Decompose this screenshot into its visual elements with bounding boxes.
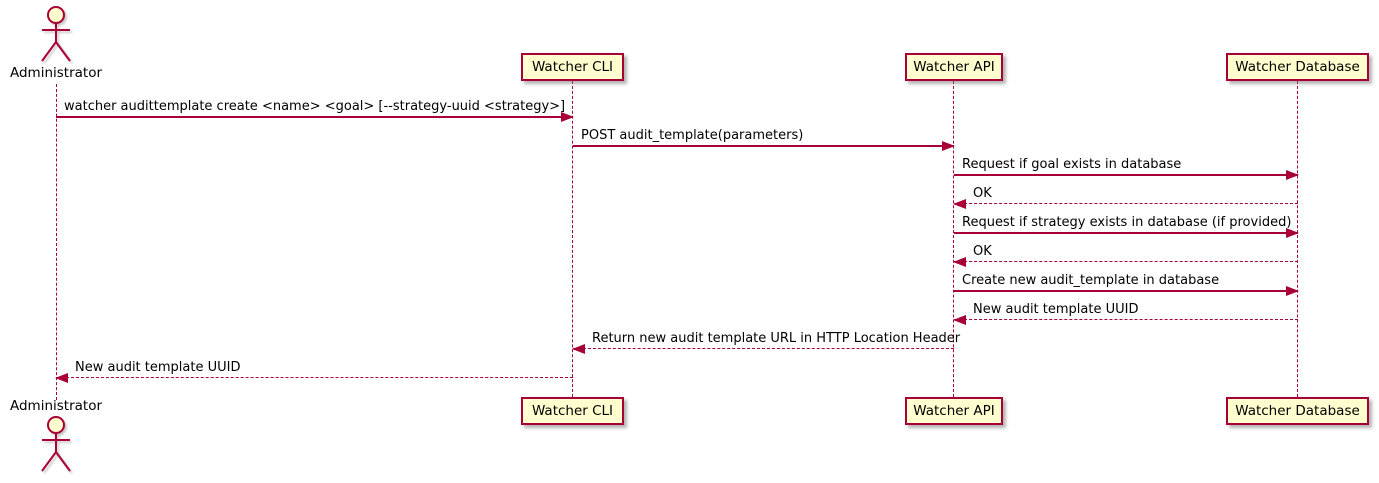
message-label: Return new audit template URL in HTTP Lo… [592,331,961,346]
message-label: Request if goal exists in database [962,157,1182,172]
arrowhead-right-icon [561,112,574,122]
message-label: New audit template UUID [973,302,1139,317]
message-post-audit-template: POST audit_template(parameters) [573,128,955,151]
message-return-arrow [572,344,954,354]
lifeline-watcher-cli [572,81,573,397]
message-ok-strategy: OK [953,244,1298,267]
message-new-audit-template-uuid-cli: New audit template UUID [55,360,573,383]
actor-label: Administrator [9,65,103,81]
participant-watcher-cli-top: Watcher CLI [521,53,624,81]
lifeline-administrator [56,84,57,400]
actor-icon [41,416,71,472]
arrowhead-left-icon [953,199,966,209]
participant-watcher-api-bottom: Watcher API [905,397,1003,425]
arrowhead-right-icon [1286,286,1299,296]
message-arrow [56,112,574,122]
message-label: OK [973,244,992,259]
message-arrow [954,228,1299,238]
message-arrow [954,286,1299,296]
participant-watcher-api-top: Watcher API [905,53,1003,81]
message-label: OK [973,186,992,201]
message-label: Request if strategy exists in database (… [962,215,1292,230]
message-label: New audit template UUID [75,360,241,375]
message-return-arrow [953,257,1298,267]
arrowhead-right-icon [1286,228,1299,238]
participant-watcher-cli-bottom: Watcher CLI [521,397,624,425]
message-return-arrow [953,315,1298,325]
message-ok-goal: OK [953,186,1298,209]
participant-watcher-database-top: Watcher Database [1226,53,1369,81]
arrowhead-left-icon [55,373,68,383]
message-return-arrow [953,199,1298,209]
message-label: POST audit_template(parameters) [581,128,804,143]
lifeline-watcher-database [1297,81,1298,397]
arrowhead-right-icon [1286,170,1299,180]
actor-label: Administrator [9,398,103,414]
participant-watcher-database-bottom: Watcher Database [1226,397,1369,425]
message-create-audittemplate: watcher audittemplate create <name> <goa… [56,99,574,122]
message-label: Create new audit_template in database [962,273,1220,288]
arrowhead-left-icon [953,257,966,267]
arrowhead-left-icon [572,344,585,354]
message-return-url-location-header: Return new audit template URL in HTTP Lo… [572,331,961,354]
actor-administrator-top: Administrator [10,5,102,81]
actor-administrator-bottom: Administrator [10,398,102,473]
message-arrow [954,170,1299,180]
arrowhead-right-icon [942,141,955,151]
message-arrow [573,141,955,151]
message-request-goal-exists: Request if goal exists in database [954,157,1299,180]
lifeline-watcher-api [953,81,954,397]
message-request-strategy-exists: Request if strategy exists in database (… [954,215,1299,238]
message-new-audit-template-uuid-db: New audit template UUID [953,302,1298,325]
message-create-audit-template-db: Create new audit_template in database [954,273,1299,296]
message-label: watcher audittemplate create <name> <goa… [64,99,566,114]
actor-icon [41,6,71,62]
arrowhead-left-icon [953,315,966,325]
message-return-arrow [55,373,573,383]
